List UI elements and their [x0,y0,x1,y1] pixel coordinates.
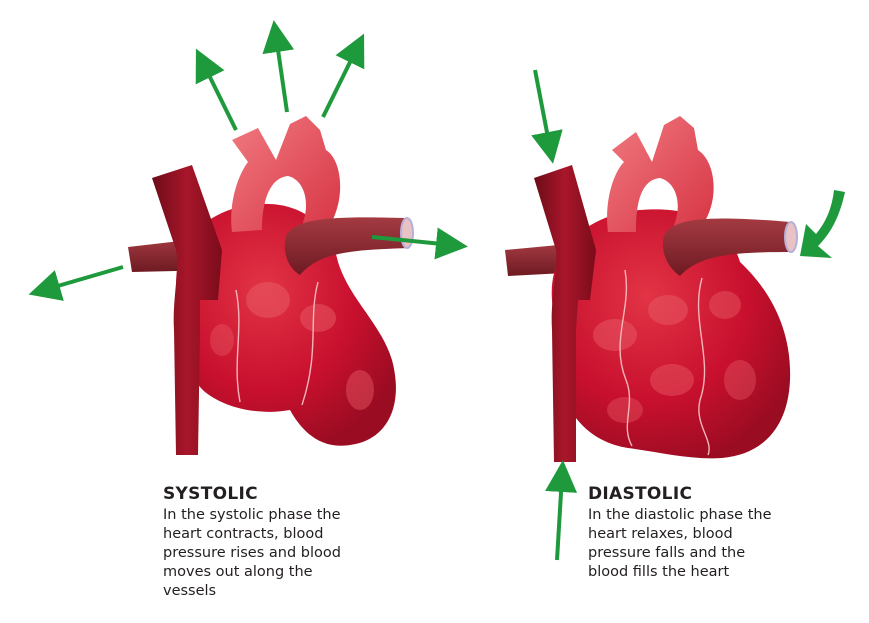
diastolic-title: DIASTOLIC [588,484,772,504]
arrow-in-top [535,70,550,148]
systolic-text-line: pressure rises and blood [163,544,341,563]
diastolic-text-line: pressure falls and the [588,544,772,563]
diastolic-text-line: heart relaxes, blood [588,525,772,544]
diastolic-heart [505,116,797,462]
systolic-heart [128,116,413,455]
systolic-text-line: vessels [163,582,341,601]
diastolic-text-line: blood fills the heart [588,563,772,582]
arrow-out-up-left [203,63,236,130]
arrow-out-left [44,267,123,290]
systolic-text-line: heart contracts, blood [163,525,341,544]
systolic-text-line: In the systolic phase the [163,506,341,525]
systolic-pulmonary-artery [285,217,410,275]
systolic-text-line: moves out along the [163,563,341,582]
diastolic-text-line: In the diastolic phase the [588,506,772,525]
systolic-title: SYSTOLIC [163,484,341,504]
systolic-caption: SYSTOLIC In the systolic phase the heart… [163,484,341,601]
arrow-in-bottom [557,476,562,560]
arrow-out-up-right [323,48,357,117]
arrow-in-curved [800,190,845,258]
arrow-out-up [276,36,287,112]
diastolic-caption: DIASTOLIC In the diastolic phase the hea… [588,484,772,582]
